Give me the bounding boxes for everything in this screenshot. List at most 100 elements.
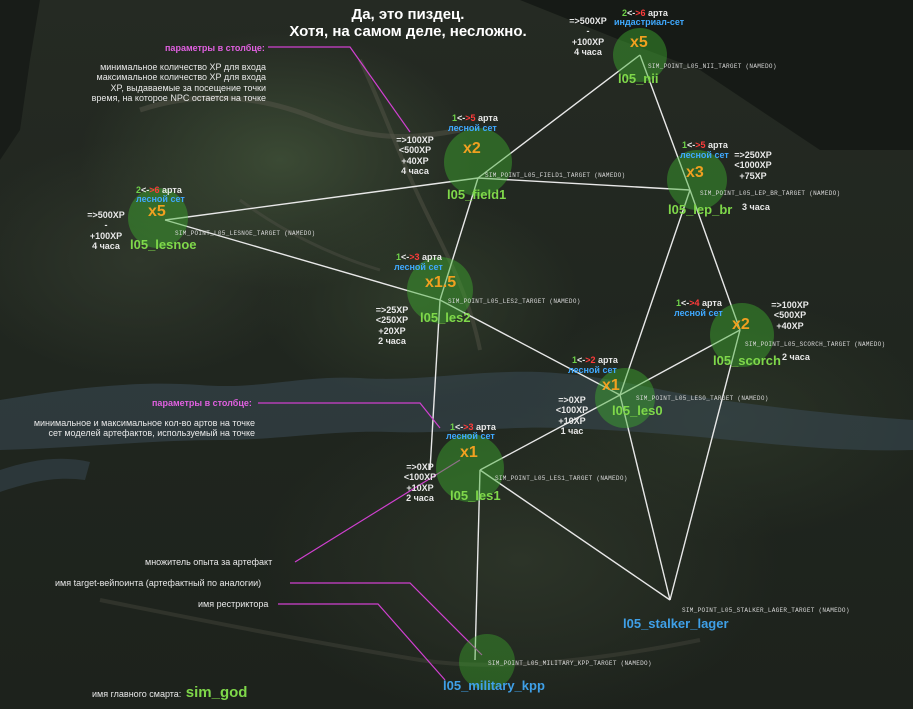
node-les0-name: l05_les0 [612, 403, 663, 418]
xp-reward: +100XP [571, 36, 605, 47]
stay-time: 4 часа [401, 166, 429, 177]
node-lep_br-name: l05_lep_br [668, 202, 733, 217]
node-les0-art-count: 1<->2 арта [572, 355, 618, 365]
stay-time: 2 часа [406, 493, 434, 504]
art-max: >2 [585, 355, 596, 365]
pointer-top-annotation [268, 46, 411, 133]
legend-multiplier: множитель опыта за артефакт [145, 557, 273, 567]
title-line-1: Да, это пиздец. [351, 6, 465, 23]
xp-reward: +10XP [406, 482, 434, 493]
node-scorch-stay-time: 2 часа [782, 352, 810, 362]
link-lesnoe-les2 [164, 219, 441, 301]
annotation-top-line: минимальное количество XP для входа [100, 62, 266, 72]
art-min: 2 [622, 8, 628, 18]
art-max: >6 [149, 185, 160, 195]
node-les1-xp: =>0XP <100XP +10XP 2 часа [400, 462, 440, 503]
zone-les2 [407, 257, 473, 323]
art-sep: <- [141, 185, 150, 195]
link-les1-stalker_lager [479, 469, 671, 601]
link-les1-military_kpp [474, 469, 481, 661]
art-sep: <- [627, 8, 636, 18]
node-field1-name: l05_field1 [447, 187, 507, 202]
river [0, 371, 913, 451]
xp-max-entry: <250XP [375, 315, 409, 326]
title-line-2: Хотя, на самом деле, несложно. [289, 23, 527, 41]
node-lesnoe-multiplier: x5 [148, 203, 166, 220]
node-stalker_lager-name: l05_stalker_lager [623, 616, 729, 631]
node-lesnoe-target: SIM_POINT_L05_LESNOE_TARGET (NAMEDO) [175, 230, 316, 237]
node-lep_br-art-count: 1<->5 арта [682, 140, 728, 150]
road [139, 95, 461, 140]
art-min: 2 [136, 185, 142, 195]
art-word: арта [645, 8, 668, 18]
stay-time: 1 час [560, 426, 584, 437]
node-les0-target: SIM_POINT_L05_LES0_TARGET (NAMEDO) [636, 395, 769, 402]
art-word: арта [419, 252, 442, 262]
xp-min-entry: =>250XP [734, 150, 772, 160]
dark-swamp-region [520, 0, 913, 150]
xp-min-entry: =>100XP [771, 300, 809, 310]
xp-reward: +10XP [558, 415, 586, 426]
main-smart: имя главного смарта: sim_god [92, 684, 247, 702]
node-les2-set: лесной сет [394, 262, 443, 272]
xp-min-entry: =>100XP [396, 135, 434, 145]
annotation-mid-line: сет моделей артефактов, используемый на … [48, 428, 255, 439]
xp-min-entry: =>0XP [558, 395, 586, 405]
stay-time: 2 часа [378, 336, 406, 347]
zone-nii [613, 28, 667, 82]
node-lesnoe-art-count: 2<->6 арта [136, 185, 182, 195]
river-branch [0, 458, 90, 492]
node-les1-target: SIM_POINT_L05_LES1_TARGET (NAMEDO) [495, 475, 628, 482]
zone-field1 [444, 128, 512, 196]
road-2 [358, 59, 482, 351]
art-sep: <- [687, 140, 696, 150]
node-field1-art-count: 1<->5 арта [452, 113, 498, 123]
node-lep_br-stay-time: 3 часа [742, 202, 770, 212]
art-word: арта [705, 140, 728, 150]
legend-restrictor: имя рестриктора [198, 599, 269, 609]
link-lep_br-les0 [619, 189, 691, 396]
xp-max-entry: <1000XP [734, 160, 772, 171]
art-min: 1 [682, 140, 688, 150]
art-sep: <- [457, 113, 466, 123]
node-scorch-set: лесной сет [674, 308, 723, 318]
art-min: 1 [452, 113, 458, 123]
link-field1-lesnoe [164, 177, 479, 221]
link-field1-nii [477, 54, 641, 179]
node-nii-name: l05_nii [618, 71, 659, 86]
node-les2-xp: =>25XP <250XP +20XP 2 часа [370, 305, 414, 346]
pointer-target [290, 582, 483, 656]
link-les2-les0 [439, 299, 621, 396]
page-title: Да, это пиздец. Хотя, на самом деле, нес… [258, 6, 558, 41]
node-nii-xp: =>500XP - +100XP 4 часа [566, 16, 610, 57]
annotation-top-body: минимальное количество XP для входа макс… [70, 62, 266, 103]
xp-min-entry: =>25XP [375, 305, 409, 315]
pointer-multiplier [294, 459, 461, 563]
link-field1-les2 [439, 177, 479, 301]
link-les0-les1 [479, 394, 621, 471]
node-field1-xp: =>100XP <500XP +40XP 4 часа [390, 135, 440, 176]
pointer-mid-annotation [258, 402, 441, 429]
pointer-restrictor [278, 603, 446, 681]
node-les2-art-count: 1<->3 арта [396, 252, 442, 262]
art-sep: <- [401, 252, 410, 262]
xp-reward: +40XP [776, 320, 804, 331]
art-word: арта [699, 298, 722, 308]
smart-zones [128, 28, 774, 690]
zone-scorch [710, 303, 774, 367]
node-les0-xp: =>0XP <100XP +10XP 1 час [552, 395, 592, 436]
node-military_kpp-target: SIM_POINT_L05_MILITARY_KPP_TARGET (NAMED… [488, 660, 652, 667]
xp-max-entry: - [104, 220, 108, 231]
node-les0-set: лесной сет [568, 365, 617, 375]
zone-les0 [595, 368, 655, 428]
node-nii-multiplier: x5 [630, 34, 648, 51]
link-scorch-les0 [619, 329, 741, 396]
node-field1-multiplier: x2 [463, 140, 481, 157]
node-lep_br-multiplier: x3 [686, 164, 704, 181]
main-smart-label: имя главного смарта: [92, 689, 182, 699]
link-les0-stalker_lager [619, 394, 671, 601]
zone-les1 [436, 434, 504, 502]
art-max: >4 [689, 298, 700, 308]
art-min: 1 [572, 355, 578, 365]
